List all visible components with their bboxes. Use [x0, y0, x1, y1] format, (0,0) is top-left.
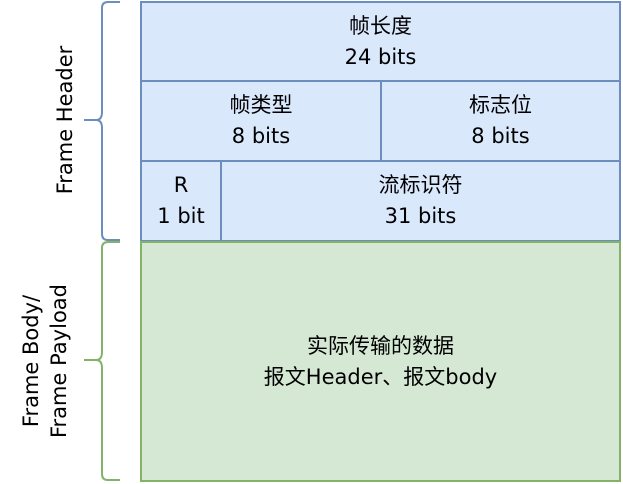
header-brace — [84, 1, 120, 241]
frame-body-label-line1: Frame Body/ — [19, 294, 43, 428]
body-brace — [84, 241, 120, 481]
reserved-bits: 1 bit — [157, 204, 205, 228]
payload-text-line2: 报文Header、报文body — [263, 364, 498, 389]
reserved-name: R — [173, 173, 189, 197]
frame-length-bits: 24 bits — [344, 44, 417, 69]
stream-id-cell: 流标识符 31 bits — [220, 160, 621, 242]
stream-id-bits: 31 bits — [384, 204, 457, 228]
flags-name: 标志位 — [469, 93, 532, 117]
flags-bits: 8 bits — [471, 124, 530, 148]
frame-type-name: 帧类型 — [229, 93, 293, 117]
frame-length-name: 帧长度 — [349, 13, 412, 38]
frame-payload-cell: 实际传输的数据 报文Header、报文body — [140, 241, 621, 482]
frame-length-cell: 帧长度 24 bits — [140, 1, 621, 82]
frame-body-label: Frame Body/ Frame Payload — [17, 271, 73, 451]
reserved-cell: R 1 bit — [140, 160, 222, 242]
frame-type-bits: 8 bits — [231, 124, 291, 148]
payload-text-line1: 实际传输的数据 — [307, 333, 454, 358]
frame-type-cell: 帧类型 8 bits — [140, 80, 382, 162]
flags-cell: 标志位 8 bits — [380, 80, 621, 162]
frame-header-label: Frame Header — [51, 20, 79, 220]
stream-id-name: 流标识符 — [378, 173, 463, 197]
frame-body-label-line2: Frame Payload — [47, 284, 71, 439]
frame-header-label-text: Frame Header — [53, 45, 77, 195]
